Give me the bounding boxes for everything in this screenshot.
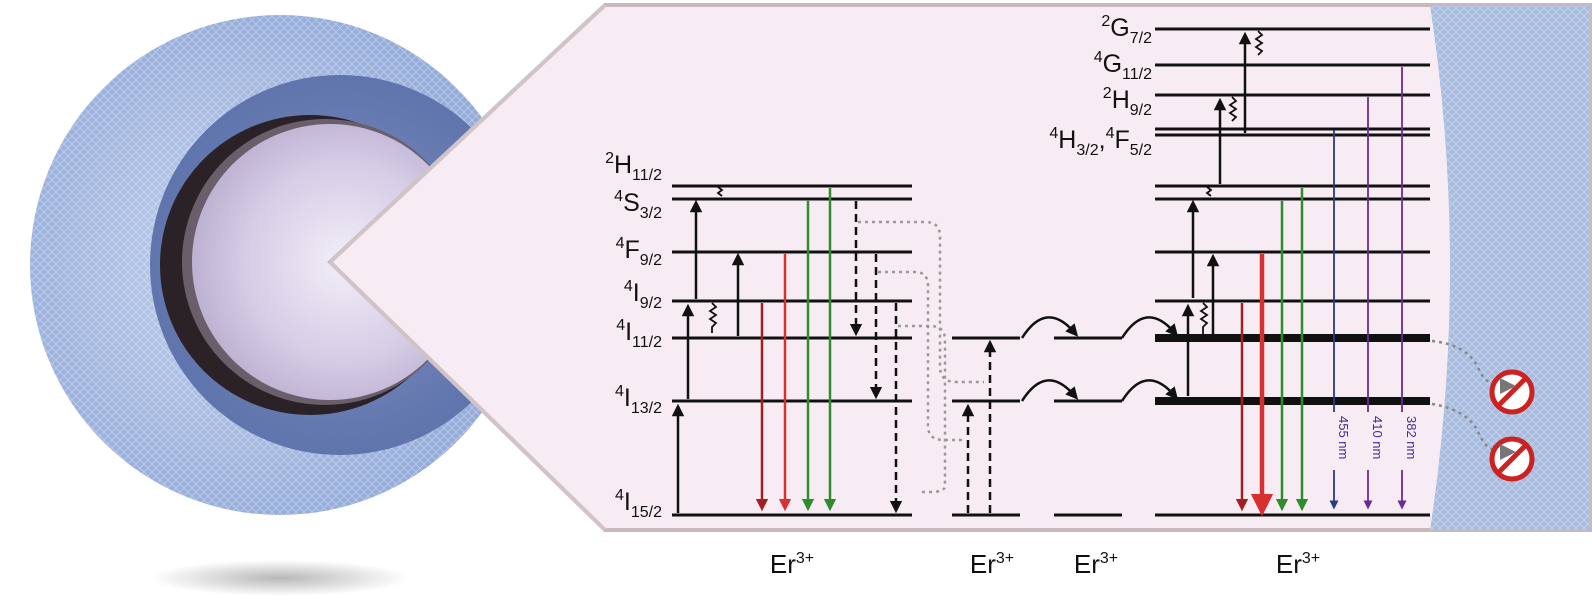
label-4H32-4F52: 4H3/2,4F5/2 — [1049, 125, 1152, 159]
level-lines — [672, 27, 1430, 517]
ion-labels: Er3+ Er3+ Er3+ Er3+ — [770, 549, 1320, 579]
label-2G72: 2G7/2 — [1101, 13, 1152, 47]
wavelength-410: 410 nm — [1370, 416, 1385, 459]
quench-arrowheads — [1500, 378, 1516, 460]
wavelength-label-bg — [1325, 412, 1411, 470]
ion-label-2: Er3+ — [970, 549, 1014, 579]
wavelength-455: 455 nm — [1336, 416, 1351, 459]
energy-transfer — [961, 316, 1179, 513]
label-4S32: 4S3/2 — [614, 188, 662, 222]
ion-label-3: Er3+ — [1074, 549, 1118, 579]
ion1-transitions — [671, 186, 903, 514]
ion-label-4: Er3+ — [1276, 549, 1320, 579]
label-4I112: 4I11/2 — [616, 317, 662, 351]
ion-label-1: Er3+ — [770, 549, 814, 579]
label-2H112: 2H11/2 — [605, 150, 662, 184]
label-4G112: 4G11/2 — [1094, 49, 1152, 83]
label-4F92: 4F9/2 — [616, 235, 663, 269]
level-labels: 2G7/2 4G11/2 2H9/2 4H3/2,4F5/2 2H11/2 4S… — [605, 13, 1152, 521]
wavelength-labels: 455 nm 410 nm 382 nm — [1336, 416, 1419, 459]
wavelength-382: 382 nm — [1404, 416, 1419, 459]
cross-relaxation-paths — [858, 220, 984, 494]
label-2H92: 2H9/2 — [1103, 85, 1152, 119]
label-4I132: 4I13/2 — [615, 383, 662, 417]
label-4I92: 4I9/2 — [624, 278, 662, 312]
label-4I152: 4I15/2 — [615, 487, 662, 521]
